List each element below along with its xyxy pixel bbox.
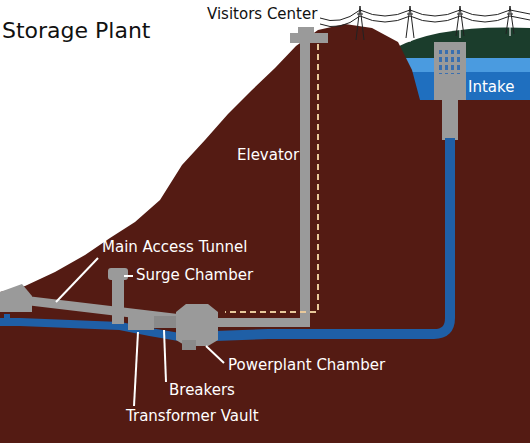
part-label: Intake [468,78,514,96]
mountain [0,24,530,443]
part-label: Elevator [237,146,299,164]
powerplant-chamber [176,304,218,346]
visitors-center [290,33,328,43]
diagram-title: Storage Plant [2,17,151,45]
visitors-center-roof [298,27,314,34]
power-towers-lower [410,26,510,42]
transformer-vault [128,312,154,330]
intake-shaft [442,100,458,140]
elevator-tunnel [215,318,310,327]
intake-grate [439,50,461,74]
part-label: Transformer Vault [126,407,259,425]
part-label: Surge Chamber [136,266,253,284]
breakers [154,316,176,328]
surge-chamber [112,276,124,324]
outlet [4,314,10,326]
power-lines [320,6,530,40]
intake-tower [434,42,466,100]
part-label: Powerplant Chamber [228,356,385,374]
tunnel-portal [0,284,32,312]
elevator-shaft [300,42,310,326]
part-label: Visitors Center [207,5,317,23]
part-label: Breakers [169,381,235,399]
part-label: Main Access Tunnel [102,238,248,256]
penstock [215,138,450,336]
turbine [182,340,196,350]
surge-chamber-cap [108,268,128,280]
